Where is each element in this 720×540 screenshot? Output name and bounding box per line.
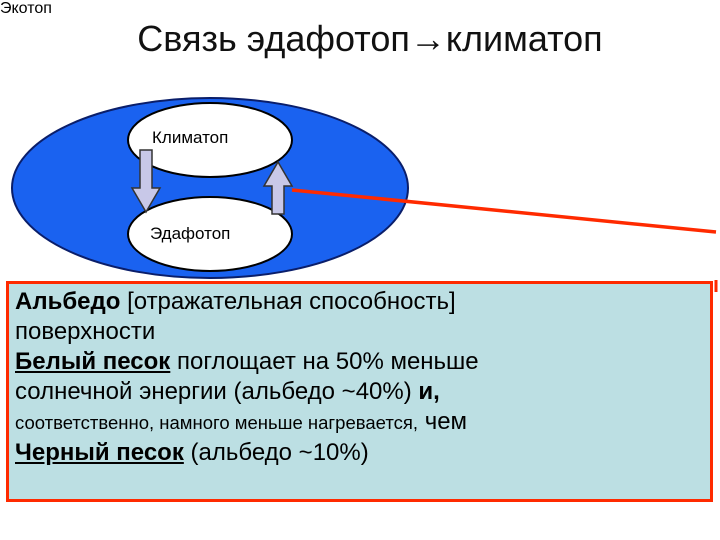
up-arrow-icon [262,160,294,215]
white-sand-term: Белый песок [15,348,171,375]
text-line-5: соответственно, намного меньше нагревает… [15,407,704,438]
than-word: чем [418,408,468,435]
solar-energy-text: солнечной энергии (альбедо ~40%) [15,378,412,405]
text-line-2: поверхности [15,317,704,347]
ecotope-label: Экотоп [0,0,52,17]
white-sand-rest: поглощает на 50% меньше [170,348,479,375]
albedo-term: Альбедо [15,288,121,315]
text-line-1: Альбедо [отражательная способность] [15,287,704,317]
text-line-3: Белый песок поглощает на 50% меньше [15,347,704,377]
edaphotope-ellipse [127,196,293,272]
ecotope-box: Экотоп [0,0,720,18]
surface-word: поверхности [15,318,156,345]
down-arrow-icon [130,149,162,214]
climatope-ellipse [127,102,293,178]
black-sand-rest: (альбедо ~10%) [183,439,369,466]
and-word: и, [411,378,440,405]
text-line-4: солнечной энергии (альбедо ~40%) и, [15,377,704,407]
text-line-6: Черный песок (альбедо ~10%) [15,438,704,468]
slide-title: Связь эдафотоп→климатоп [137,18,603,59]
black-sand-term: Черный песок [15,439,184,466]
albedo-definition: [отражательная способность] [120,288,456,315]
ecotope-ellipse [11,97,409,279]
connector-line [291,188,717,234]
climatope-label: Климатоп [152,128,229,147]
albedo-textbox: Альбедо [отражательная способность] пове… [6,281,713,502]
heating-text: соответственно, намного меньше нагревает… [15,412,419,433]
edaphotope-label: Эдафотоп [150,224,231,243]
